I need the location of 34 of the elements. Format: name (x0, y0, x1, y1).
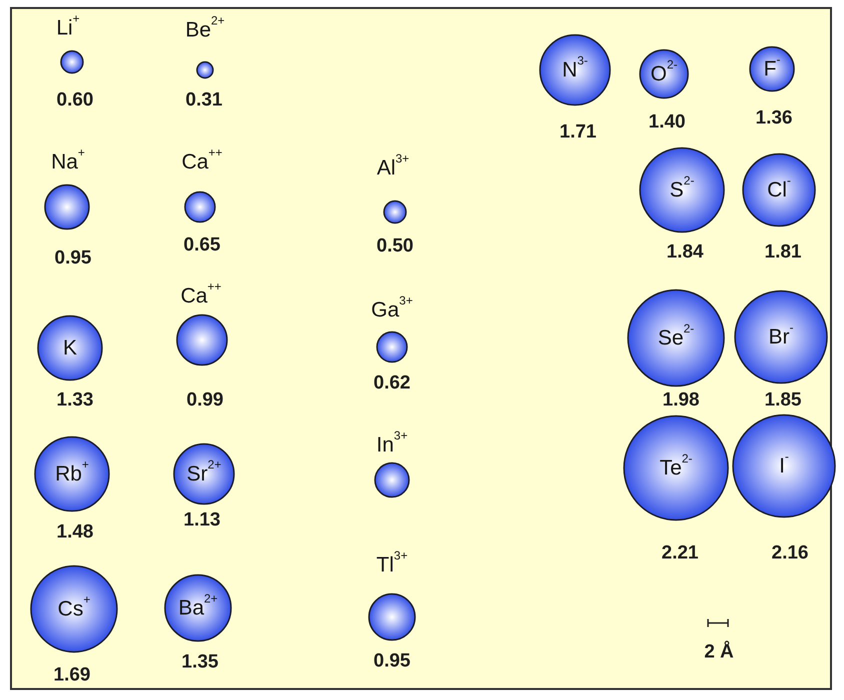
ion-symbol: Na$^{+}$ (51, 152, 85, 172)
radius-value: 2.21 (662, 544, 698, 562)
ion-symbol: K (63, 338, 77, 358)
radius-value: 2.16 (772, 544, 808, 562)
radius-value: 0.99 (186, 390, 224, 410)
radius-value: 1.98 (662, 390, 700, 410)
ion-symbol: F$^{-}$ (764, 58, 780, 80)
radius-value: 1.48 (56, 522, 94, 542)
ion-symbol: Cs$^{+}$ (58, 598, 90, 620)
radius-value: 1.81 (764, 242, 802, 262)
ion-symbol: Li$^{+}$ (56, 18, 80, 38)
radius-value: 0.62 (374, 374, 410, 392)
scale-label: 2 Å (704, 642, 734, 662)
ion-symbol: Br$^{-}$ (768, 326, 794, 348)
radius-value: 1.40 (648, 112, 686, 132)
radius-value: 0.95 (54, 248, 92, 268)
radius-value: 0.60 (56, 90, 94, 110)
radius-value: 0.95 (374, 652, 410, 670)
radius-value: 0.65 (184, 236, 220, 254)
radius-value: 1.85 (764, 390, 802, 410)
ion-symbol: Ca$^{++}$ (180, 286, 222, 306)
radius-value: 1.36 (756, 108, 792, 128)
ion-symbol: Ca$^{++}$ (182, 152, 222, 172)
radius-value: 1.33 (56, 390, 94, 410)
radius-value: 1.84 (666, 242, 704, 262)
ion-symbol: Cl$^{-}$ (767, 180, 791, 200)
radius-value: 1.69 (54, 666, 90, 684)
ion-symbol: I$^{-}$ (779, 456, 789, 476)
radius-value: 1.35 (182, 652, 218, 672)
radius-value: 0.50 (376, 236, 414, 256)
ion-symbol: Rb$^{+}$ (55, 464, 89, 484)
radius-value: 1.71 (560, 122, 596, 142)
radius-value: 0.31 (186, 90, 222, 110)
radius-value: 1.13 (184, 510, 220, 530)
